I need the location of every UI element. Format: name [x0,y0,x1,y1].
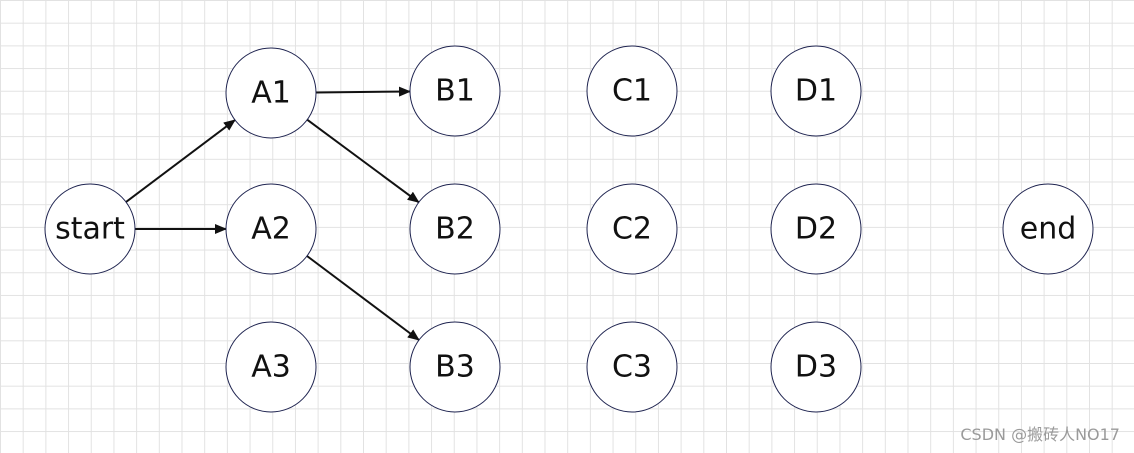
node-start: start [44,183,136,275]
node-label: end [1020,212,1077,247]
node-label: D1 [795,74,837,109]
node-circle [586,45,678,137]
node-label: start [55,212,125,247]
node-label: D2 [795,212,837,247]
edges-layer [125,86,420,341]
node-label: C1 [612,74,652,109]
node-a3: A3 [225,321,317,413]
node-d2: D2 [770,183,862,275]
node-b1: B1 [409,45,501,137]
node-circle [225,183,317,275]
node-d3: D3 [770,321,862,413]
node-c1: C1 [586,45,678,137]
node-circle [770,183,862,275]
node-circle [770,321,862,413]
node-end: end [1002,183,1094,275]
edge-a2-to-b3 [306,255,420,341]
node-label: B1 [435,74,475,109]
node-circle [1002,183,1094,275]
edge-a1-to-b1 [315,86,411,97]
node-a1: A1 [225,47,317,139]
node-b3: B3 [409,321,501,413]
node-label: A3 [251,350,291,385]
node-circle [770,45,862,137]
node-circle [409,321,501,413]
edge-a1-to-b2 [306,118,420,204]
node-circle [409,183,501,275]
node-label: D3 [795,350,837,385]
node-a2: A2 [225,183,317,275]
node-c3: C3 [586,321,678,413]
node-circle [225,47,317,139]
node-label: A2 [251,212,291,247]
watermark-text: CSDN @搬砖人NO17 [960,425,1120,444]
node-circle [586,183,678,275]
node-label: B2 [435,212,475,247]
node-circle [44,183,136,275]
node-label: C2 [612,212,652,247]
node-c2: C2 [586,183,678,275]
node-d1: D1 [770,45,862,137]
node-circle [409,45,501,137]
node-circle [225,321,317,413]
node-label: A1 [251,76,291,111]
node-b2: B2 [409,183,501,275]
node-label: C3 [612,350,652,385]
node-circle [586,321,678,413]
node-label: B3 [435,350,475,385]
edge-start-to-a1 [125,119,236,203]
